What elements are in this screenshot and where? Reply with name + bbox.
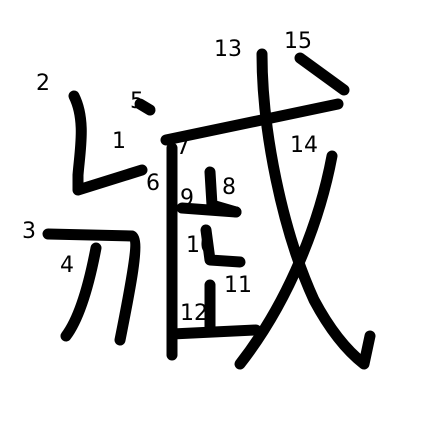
stroke-15 xyxy=(294,52,350,96)
stroke-label-1: 1 xyxy=(112,129,126,154)
stroke-13 xyxy=(256,48,376,370)
character-strokes xyxy=(42,48,376,370)
stroke-label-7: 7 xyxy=(176,135,190,160)
stroke-number-labels: 1 2 3 4 5 6 7 8 9 10 11 12 13 14 15 xyxy=(22,29,318,326)
stroke-label-9: 9 xyxy=(180,186,194,211)
stroke-14 xyxy=(234,150,338,370)
stroke-3 xyxy=(42,228,141,346)
stroke-label-14: 14 xyxy=(290,133,318,158)
stroke-4 xyxy=(60,242,102,342)
stroke-label-15: 15 xyxy=(284,29,312,54)
stroke-label-12: 12 xyxy=(180,301,208,326)
stroke-label-6: 6 xyxy=(146,171,160,196)
stroke-2 xyxy=(68,90,148,196)
stroke-1-5 xyxy=(134,98,156,116)
stroke-label-8: 8 xyxy=(222,175,236,200)
stroke-10 xyxy=(200,224,246,268)
stroke-label-13: 13 xyxy=(214,37,242,62)
stroke-9 xyxy=(176,202,242,218)
stroke-label-11: 11 xyxy=(224,273,252,298)
stroke-label-5: 5 xyxy=(130,89,144,114)
stroke-label-3: 3 xyxy=(22,219,36,244)
stroke-7 xyxy=(160,98,344,146)
stroke-label-2: 2 xyxy=(36,71,50,96)
stroke-label-10: 10 xyxy=(186,233,214,258)
stroke-12 xyxy=(166,324,262,340)
stroke-label-4: 4 xyxy=(60,253,74,278)
